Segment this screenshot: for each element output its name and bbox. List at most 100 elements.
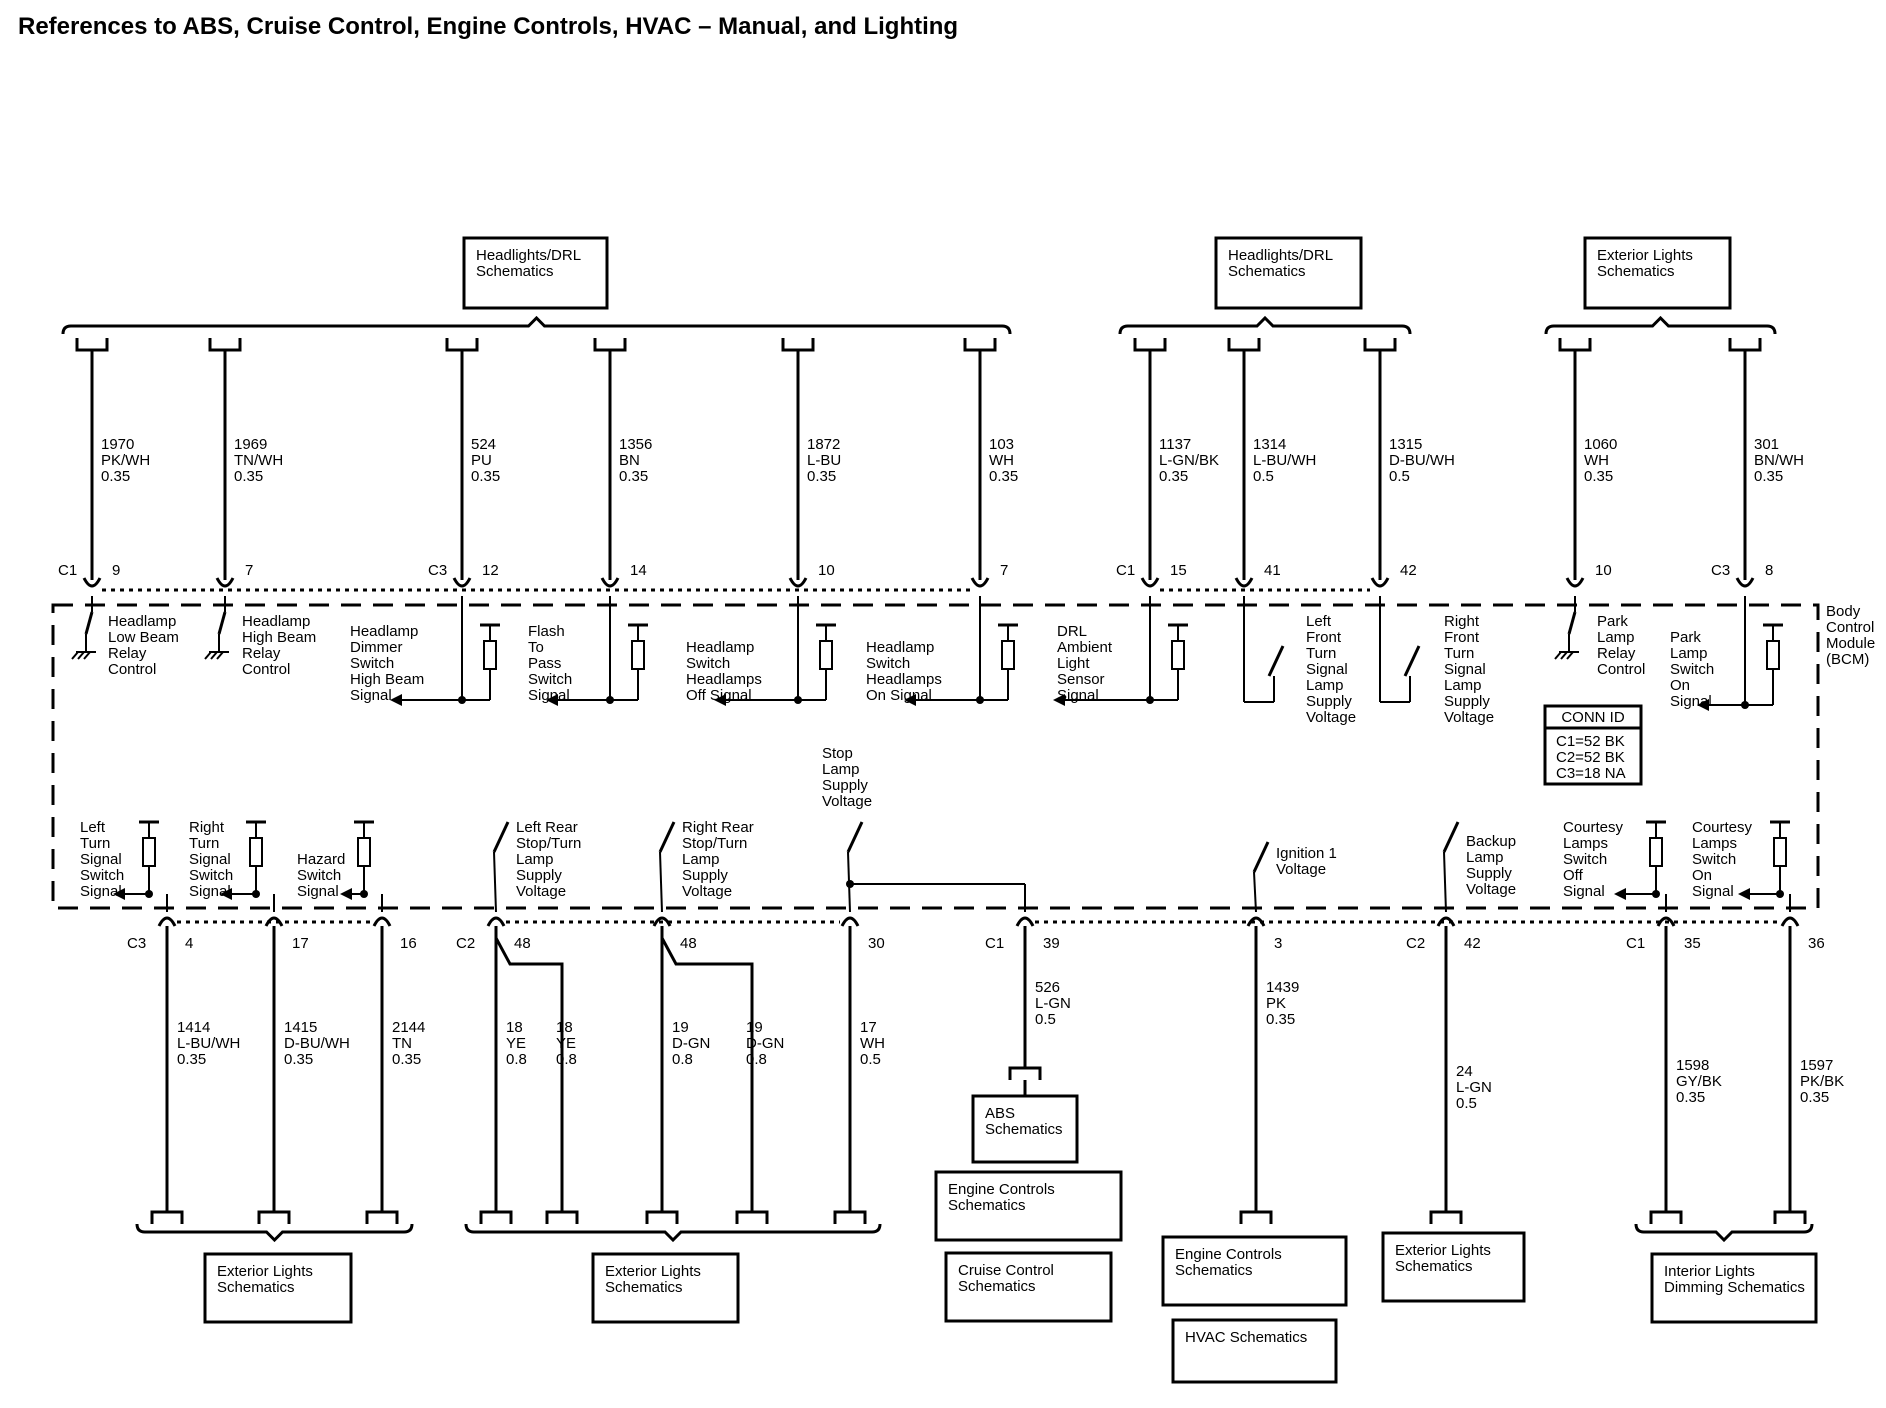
wire-size: 0.35	[1584, 468, 1613, 485]
wire-terminal-top	[208, 338, 242, 352]
connector-cup	[1234, 577, 1254, 588]
splice-dot	[794, 696, 802, 704]
wire-color: WH	[989, 452, 1014, 469]
circuit-label-line: Voltage	[516, 883, 566, 900]
connector-cup	[1656, 916, 1676, 927]
circuit-label-line: Headlamp	[350, 623, 418, 640]
circuit-label-line: Signal	[1692, 883, 1734, 900]
splice-dot	[1741, 701, 1749, 709]
pullup-resistor	[1171, 640, 1185, 670]
switch-blade	[658, 821, 676, 853]
ref-box-frame	[1583, 236, 1732, 310]
circuit-label-line: Control	[242, 661, 290, 678]
ground-hatch	[83, 651, 91, 660]
wire-terminal-top	[1728, 338, 1762, 352]
wire-terminal-bottom	[257, 1210, 291, 1224]
wire-size: 0.5	[860, 1051, 881, 1068]
wire-circuit: 1356	[619, 436, 652, 453]
circuit-label-line: Voltage	[822, 793, 872, 810]
connector-cup	[1015, 916, 1035, 927]
circuit-label-line: Lamp	[682, 851, 720, 868]
circuit-label-line: Park	[1597, 613, 1628, 630]
wire-terminal-top	[593, 338, 627, 352]
wire-circuit: 19	[746, 1019, 763, 1036]
pin-number: 42	[1464, 935, 1481, 952]
connector-cup	[1780, 916, 1800, 927]
wire-terminal-top	[75, 338, 109, 352]
wire-circuit: 2144	[392, 1019, 425, 1036]
splice-dot	[1146, 696, 1154, 704]
conn-id-lines-line: C2=52 BK	[1556, 749, 1625, 766]
circuit-label-line: Signal	[80, 883, 122, 900]
pin-number: 41	[1264, 562, 1281, 579]
connector-cup	[264, 916, 284, 927]
pullup-resistor	[819, 640, 833, 670]
wire-color: BN	[619, 452, 640, 469]
diagram-title: References to ABS, Cruise Control, Engin…	[18, 13, 958, 40]
circuit-label-line: Voltage	[1466, 881, 1516, 898]
arrow-head	[1738, 888, 1750, 900]
wire-color: L-GN	[1035, 995, 1071, 1012]
wire-color: WH	[860, 1035, 885, 1052]
circuit-label-line: Right Rear	[682, 819, 754, 836]
circuit-label-line: Courtesy	[1692, 819, 1753, 836]
circuit-label-line: Switch	[1563, 851, 1607, 868]
wire-terminal-top	[1227, 338, 1261, 352]
circuit-label-line: Switch	[297, 867, 341, 884]
switch-blade	[1442, 821, 1460, 853]
ref-box-text-line: Schematics	[1175, 1262, 1253, 1279]
ref-box-text-line: ABS	[985, 1105, 1015, 1122]
ref-box-frame	[1161, 1235, 1348, 1307]
ref-box-text-line: Schematics	[1228, 263, 1306, 280]
wire-size: 0.35	[177, 1051, 206, 1068]
circuit-label-line: Headlamp	[686, 639, 754, 656]
switch-blade	[846, 821, 864, 853]
circuit-label-line: Off Signal	[686, 687, 752, 704]
ref-box-frame	[944, 1251, 1113, 1323]
circuit-label-line: On	[1670, 677, 1690, 694]
ref-box-text-line: Headlights/DRL	[476, 247, 581, 264]
module-label-line: Module	[1826, 635, 1875, 652]
supply-lead	[659, 851, 663, 913]
connector-id: C1	[1116, 562, 1135, 579]
circuit-label-line: Signal	[80, 851, 122, 868]
switch-blade	[1403, 645, 1421, 677]
conn-id-title: CONN ID	[1561, 709, 1625, 726]
circuit-label-line: Left Rear	[516, 819, 578, 836]
circuit-label-line: Stop	[822, 745, 853, 762]
wire-size: 0.8	[506, 1051, 527, 1068]
connector-cup	[82, 577, 102, 588]
module-label-line: Control	[1826, 619, 1874, 636]
wire-circuit: 1970	[101, 436, 134, 453]
wire-color: L-GN/BK	[1159, 452, 1219, 469]
circuit-label-line: Turn	[1444, 645, 1474, 662]
ref-box-text-line: Schematics	[1395, 1258, 1473, 1275]
circuit-label-line: Headlamp	[866, 639, 934, 656]
circuit-label-line: Signal	[189, 851, 231, 868]
circuit-label-line: Signal	[1563, 883, 1605, 900]
circuit-label-line: On	[1692, 867, 1712, 884]
wire-terminal-bottom	[365, 1210, 399, 1224]
ref-box-text-line: Headlights/DRL	[1228, 247, 1333, 264]
pullup-resistor	[483, 640, 497, 670]
circuit-label-line: Stop/Turn	[682, 835, 747, 852]
ref-box-text-line: Exterior Lights	[1597, 247, 1693, 264]
supply-lead	[493, 851, 497, 913]
wire-terminal-bottom	[1649, 1210, 1683, 1224]
ref-box-text-line: Dimming Schematics	[1664, 1279, 1805, 1296]
circuit-label-line: Turn	[80, 835, 110, 852]
connector-cup	[840, 916, 860, 927]
circuit-label-line: Lamp	[1597, 629, 1635, 646]
circuit-label-line: Pass	[528, 655, 561, 672]
conn-id-frame	[1543, 704, 1643, 786]
